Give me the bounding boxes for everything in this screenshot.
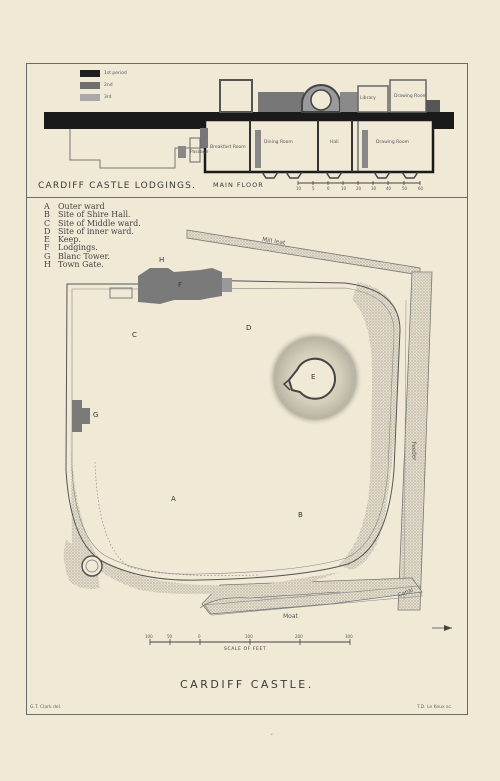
plan-letter-f: F [178, 281, 183, 289]
main-floor-label: MAIN FLOOR [213, 181, 264, 189]
plan-letter-c: C [132, 331, 137, 339]
room-breakfast: Breakfast Room [210, 145, 246, 150]
scale-tick: 100 [245, 634, 253, 639]
plan-letter-b: B [298, 511, 303, 519]
scale-tick: 100 [145, 634, 153, 639]
lodg-scale-tick: 10 [296, 186, 302, 191]
moat-label: Moat [283, 613, 298, 620]
scale-tick: 200 [295, 634, 303, 639]
lodg-scale-tick: 40 [386, 186, 392, 191]
room-drawing: Drawing Room [376, 140, 409, 145]
castle-site-plan [63, 229, 452, 645]
plate-title: CARDIFF CASTLE. [180, 678, 314, 691]
lodg-scale-tick: 0 [327, 186, 330, 191]
room-library: Library [360, 96, 376, 101]
lodg-scale-tick: 50 [402, 186, 408, 191]
plan-letter-a: A [171, 495, 176, 503]
lodg-scale-tick: 30 [371, 186, 377, 191]
key-label-2: 2nd [104, 83, 113, 88]
plate-frame [26, 63, 468, 715]
lodg-scale-tick: 5 [312, 186, 315, 191]
key-label-3: 3rd [104, 95, 112, 100]
credit-left: G.T. Clark del. [30, 705, 62, 710]
scale-tick: 50 [167, 634, 173, 639]
scale-tick: 300 [345, 634, 353, 639]
room-dining: Dining Room [264, 140, 293, 145]
lodg-scale-tick: 20 [356, 186, 362, 191]
plate-divider [26, 197, 468, 198]
room-hall: Hall [330, 140, 339, 145]
scale-tick: 0 [198, 634, 201, 639]
plan-letter-h: H [159, 256, 165, 264]
feeder-label: Feeder [410, 441, 417, 461]
page-mark: , [271, 729, 273, 736]
room-drawing-upper: Drawing Room [394, 94, 427, 99]
room-passage: Passage [190, 150, 209, 155]
key-label-1: 1st period [104, 71, 127, 76]
plan-letter-e: E [311, 373, 316, 381]
scale-label: SCALE OF FEET [224, 647, 267, 652]
lodgings-title: CARDIFF CASTLE LODGINGS. [38, 181, 197, 191]
lodg-scale-tick: 60 [418, 186, 424, 191]
credit-right: T.D. Le Keux sc. [417, 705, 453, 710]
plan-letter-g: G [93, 411, 99, 419]
lodg-scale-tick: 10 [341, 186, 347, 191]
lodgings-plan [44, 70, 454, 185]
plan-letter-d: D [246, 324, 252, 332]
